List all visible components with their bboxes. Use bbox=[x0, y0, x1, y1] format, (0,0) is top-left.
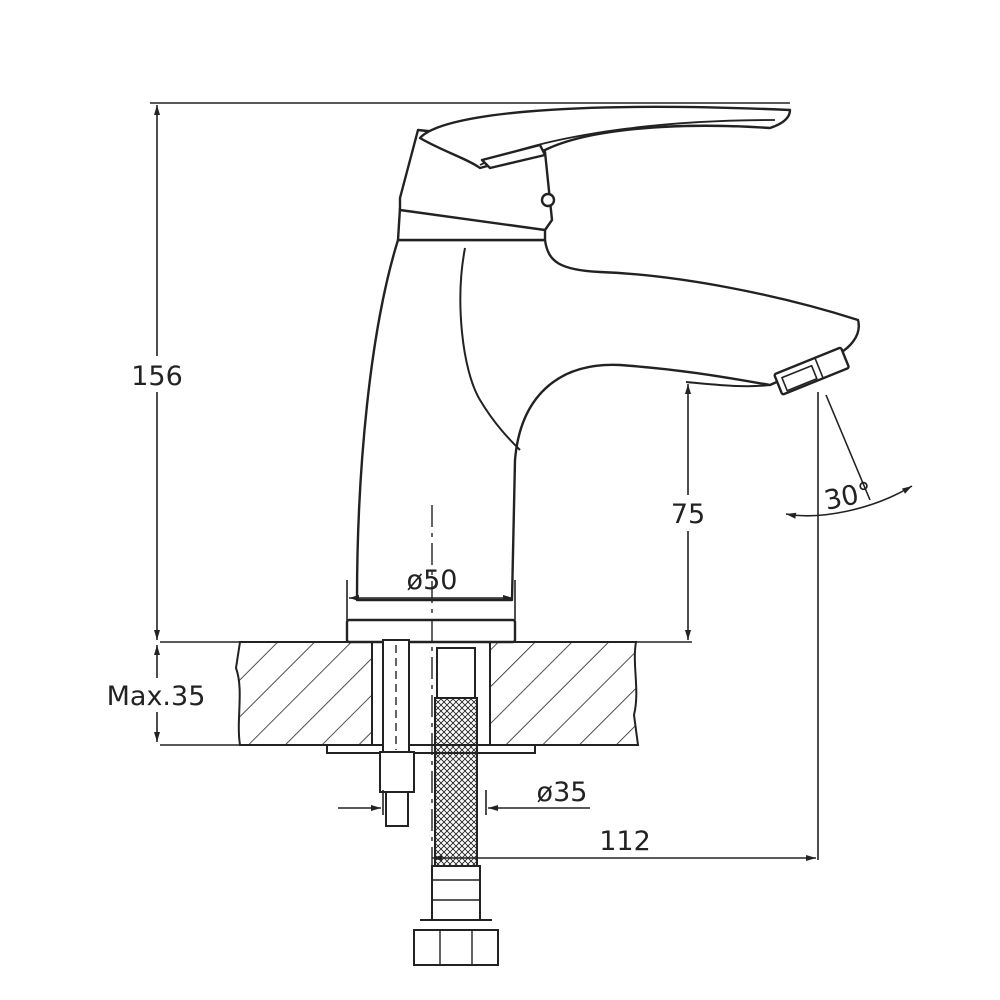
spout-lower-edge bbox=[685, 381, 771, 388]
faucet-body bbox=[345, 105, 860, 644]
hose-crimp bbox=[431, 865, 481, 921]
label-base-diameter: ø50 bbox=[407, 565, 458, 596]
label-spout-height: 75 bbox=[671, 499, 705, 530]
hose-fitting-top bbox=[436, 647, 476, 699]
set-screw bbox=[540, 192, 556, 208]
body-outline bbox=[355, 238, 860, 602]
stud-end bbox=[385, 791, 409, 827]
base-flange bbox=[345, 618, 517, 644]
threaded-stud bbox=[382, 639, 410, 753]
stud-nut bbox=[379, 751, 415, 793]
label-spout-reach: 112 bbox=[599, 826, 651, 857]
countertop bbox=[160, 641, 692, 754]
lever-grip bbox=[480, 143, 547, 170]
label-height-total: 156 bbox=[131, 361, 183, 392]
aerator bbox=[773, 346, 850, 396]
label-hole-diameter: ø35 bbox=[537, 777, 588, 808]
braided-hose bbox=[434, 697, 478, 867]
label-spout-angle: 30° bbox=[822, 477, 875, 517]
lever-handle bbox=[418, 105, 792, 170]
body-inner-contour bbox=[459, 247, 521, 451]
label-max-thickness: Max.35 bbox=[107, 681, 206, 712]
countertop-left-block bbox=[234, 641, 373, 746]
countertop-right-block bbox=[489, 641, 640, 746]
hose-hex-nut bbox=[413, 929, 499, 966]
mounting-washer bbox=[326, 744, 536, 754]
mounting-hardware bbox=[379, 639, 499, 966]
dim-angle-arc bbox=[785, 485, 913, 519]
